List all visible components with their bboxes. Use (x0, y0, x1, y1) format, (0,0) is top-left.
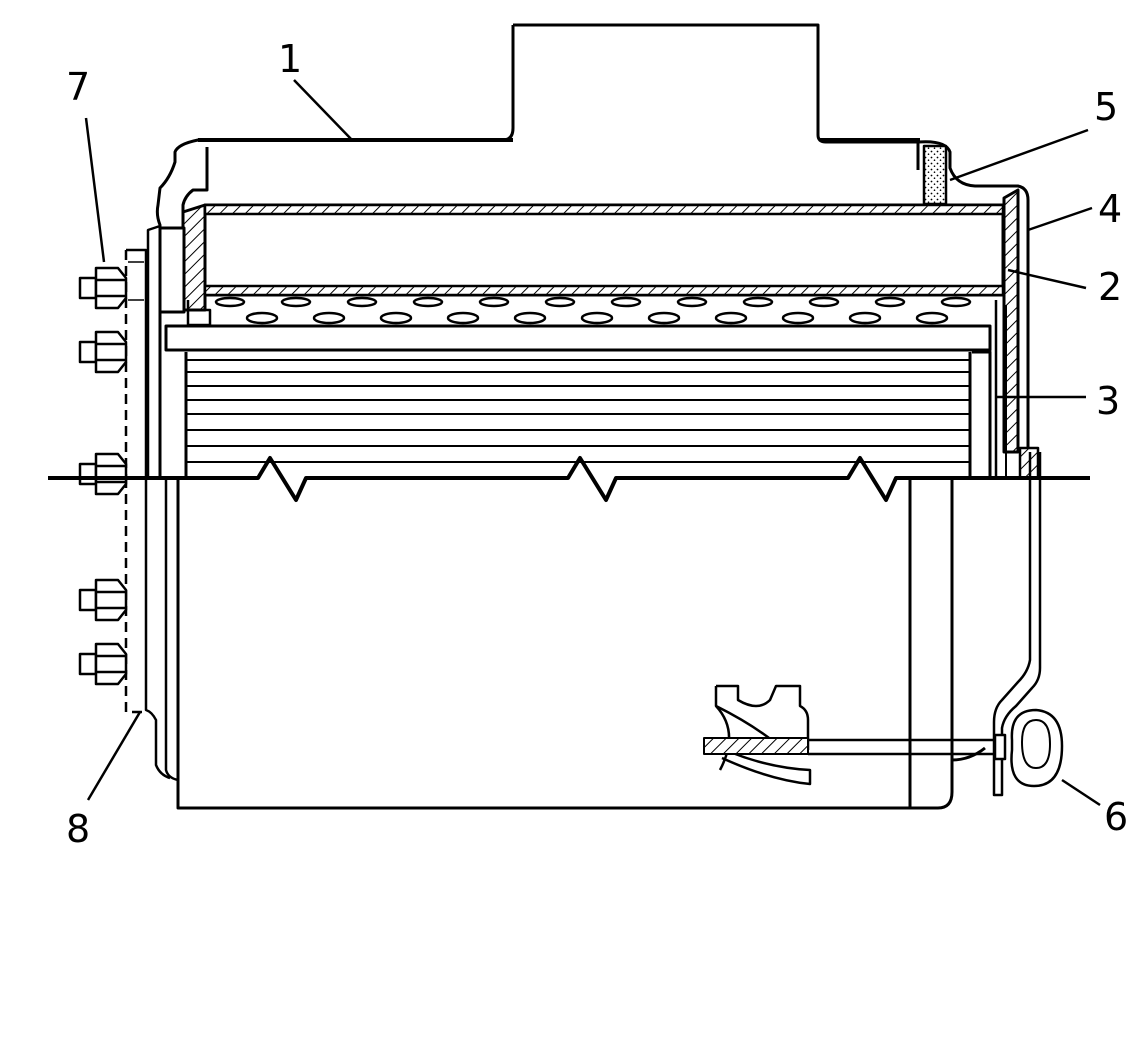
hex-bolt (78, 642, 128, 686)
callout-6: 6 (1104, 795, 1128, 839)
perforation-hole (346, 296, 378, 308)
perforation-hole (513, 311, 547, 325)
gasket (922, 144, 948, 206)
callout-8: 8 (66, 807, 90, 851)
callout-7: 7 (66, 65, 90, 109)
perforation-hole (610, 296, 642, 308)
section-break-line (48, 456, 1090, 502)
mounting-bolts (78, 266, 128, 686)
callout-1: 1 (278, 37, 302, 81)
perforation-hole (312, 311, 346, 325)
filter-element (184, 350, 992, 478)
callout-5: 5 (1094, 85, 1118, 129)
perforation-hole (808, 296, 840, 308)
perforation-hole (412, 296, 444, 308)
perforation-hole (280, 296, 312, 308)
pre-filter-tray (203, 203, 1005, 297)
hex-bolt (78, 452, 128, 496)
perforation-hole (940, 296, 972, 308)
hex-bolt (78, 330, 128, 374)
perforation-hole (544, 296, 576, 308)
housing-wall-right (1002, 188, 1040, 480)
perforation-hole (214, 296, 246, 308)
hex-bolt (78, 266, 128, 310)
top-cover-lid (155, 23, 1030, 478)
perforated-plate (186, 296, 1007, 478)
mounting-flange (124, 248, 148, 714)
perforation-hole (848, 311, 882, 325)
perforation-hole (245, 311, 279, 325)
callout-2: 2 (1098, 265, 1122, 309)
callout-labels: 1 2 3 4 5 6 7 8 (66, 37, 1128, 851)
perforation-hole (647, 311, 681, 325)
perforation-hole (781, 311, 815, 325)
callout-4: 4 (1098, 187, 1122, 231)
lower-canister-body (144, 478, 986, 810)
element-support-plate (164, 324, 992, 352)
perforation-hole (874, 296, 906, 308)
perforation-hole (478, 296, 510, 308)
clamp-mechanism (703, 452, 1064, 797)
callout-3: 3 (1096, 379, 1120, 423)
hex-bolt (78, 578, 128, 622)
leader-lines (84, 79, 1101, 807)
perforation-hole (915, 311, 949, 325)
perforation-hole (446, 311, 480, 325)
perforation-hole (379, 311, 413, 325)
perforation-hole (742, 296, 774, 308)
perforation-hole (714, 311, 748, 325)
perforation-hole (676, 296, 708, 308)
perforation-hole (580, 311, 614, 325)
